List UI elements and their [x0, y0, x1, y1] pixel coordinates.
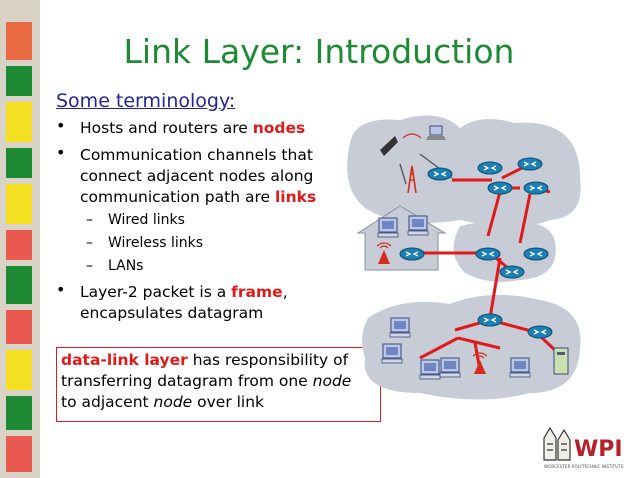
definition-node: node	[153, 393, 193, 411]
strip-block	[6, 22, 32, 60]
host-icon	[407, 215, 429, 236]
strip-block	[6, 310, 32, 344]
wpi-logo-text: WPI	[574, 437, 623, 462]
term-data-link-layer: data-link layer	[61, 351, 188, 369]
term-nodes: nodes	[252, 119, 306, 137]
bullet-marker: •	[56, 116, 66, 135]
server-icon	[553, 347, 569, 375]
sub-bullet-marker: –	[86, 212, 93, 228]
strip-block	[6, 266, 32, 304]
cellular-tower-icon	[402, 133, 422, 194]
router-icon	[523, 181, 549, 195]
host-icon	[381, 343, 403, 364]
sub-bullet-lans: LANs	[108, 258, 144, 274]
host-icon	[419, 359, 441, 380]
router-icon	[399, 247, 425, 261]
strip-block	[6, 102, 32, 142]
sub-bullet-marker: –	[86, 258, 93, 274]
link-line	[399, 163, 407, 185]
host-icon	[509, 357, 531, 378]
strip-block	[6, 66, 32, 96]
router-icon	[487, 181, 513, 195]
sub-bullet-wired: Wired links	[108, 212, 185, 228]
laptop-icon	[426, 125, 446, 140]
bullet-3-comma: ,	[282, 283, 288, 301]
router-icon	[527, 325, 553, 339]
definition-text: transferring datagram from one	[61, 372, 313, 390]
strip-block	[6, 230, 32, 260]
network-diagram	[347, 115, 581, 400]
router-icon	[427, 167, 453, 181]
bullet-3-text: Layer-2 packet is a	[80, 283, 232, 301]
decorative-side-strip	[0, 0, 40, 478]
host-icon	[377, 217, 399, 238]
host-icon	[389, 317, 411, 338]
router-icon	[499, 265, 525, 279]
router-icon	[517, 157, 543, 171]
definition-box: data-link layer has responsibility of tr…	[56, 347, 381, 422]
host-icon	[439, 357, 461, 378]
strip-block	[6, 350, 32, 390]
phone-icon	[380, 136, 398, 156]
router-icon	[475, 247, 501, 261]
bullet-1-text: Hosts and routers are	[80, 119, 253, 137]
sub-bullet-wireless: Wireless links	[108, 235, 204, 251]
strip-block	[6, 396, 32, 430]
router-icon	[523, 247, 549, 261]
bullet-2-line: communication path are	[80, 188, 275, 206]
isp-cloud	[347, 115, 581, 227]
router-icon	[477, 313, 503, 327]
router-icon	[477, 161, 503, 175]
bullet-2-line: connect adjacent nodes along	[80, 167, 314, 185]
sub-bullet-marker: –	[86, 235, 93, 251]
definition-text: over link	[192, 393, 265, 411]
subheading: Some terminology:	[56, 90, 236, 112]
definition-node: node	[312, 372, 352, 390]
bullet-marker: •	[56, 143, 66, 162]
bullet-2-line: Communication channels that	[80, 146, 313, 164]
definition-text: to adjacent	[61, 393, 154, 411]
bullet-2: Communication channels that connect adja…	[80, 145, 330, 208]
strip-block	[6, 436, 32, 472]
isp-cloud	[453, 221, 556, 282]
term-links: links	[274, 188, 317, 206]
slide-title: Link Layer: Introduction	[123, 32, 515, 71]
wpi-logo-caption: WORCESTER POLYTECHNIC INSTITUTE	[544, 464, 624, 469]
strip-block	[6, 184, 32, 224]
bullet-marker: •	[56, 280, 66, 299]
definition-text: has responsibility of	[187, 351, 349, 369]
wpi-logo: WPI WORCESTER POLYTECHNIC INSTITUTE	[543, 426, 624, 469]
bullet-3-line: encapsulates datagram	[80, 304, 264, 322]
strip-block	[6, 148, 32, 178]
term-frame: frame	[231, 283, 283, 301]
bullet-3: Layer-2 packet is a frame, encapsulates …	[80, 282, 330, 324]
bullet-1: Hosts and routers are nodes	[80, 118, 330, 139]
